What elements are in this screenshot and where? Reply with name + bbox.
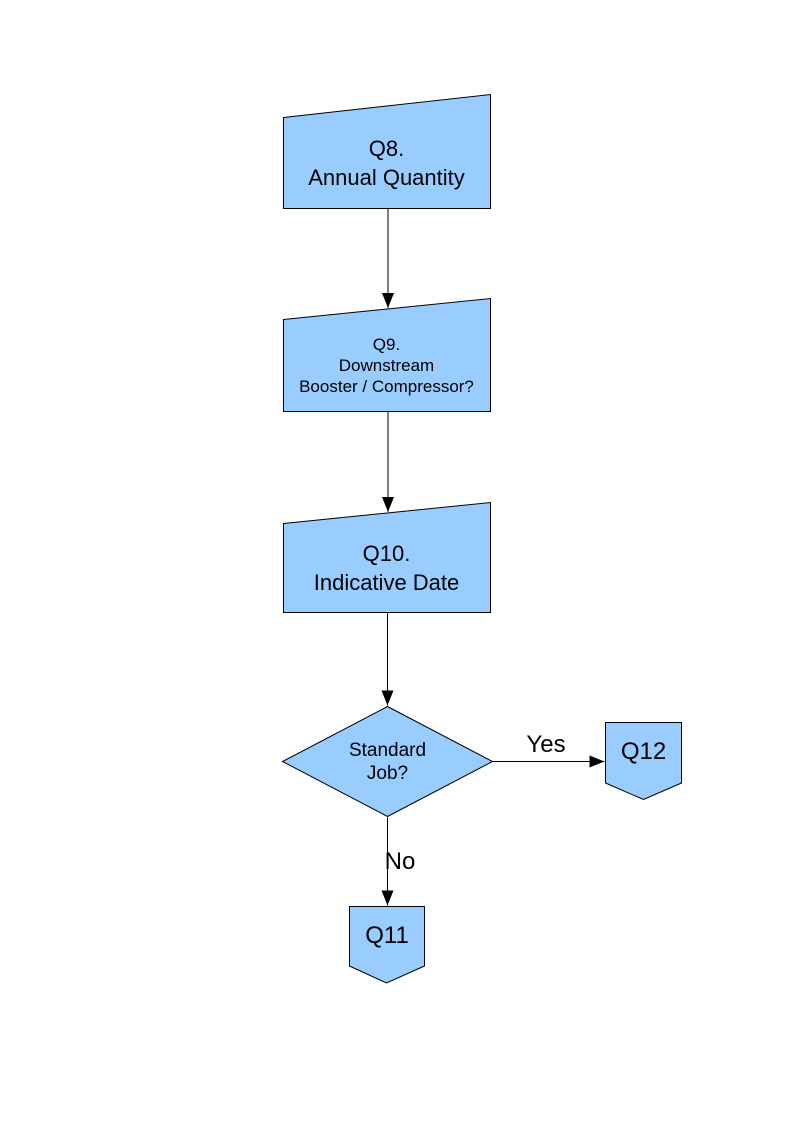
node-label-q8: Q8. Annual Quantity [283,117,490,208]
node-label-q11: Q11 [349,906,425,965]
node-label-q9-line3: Booster / Compressor? [299,376,474,396]
node-label-q9-line1: Q9. [372,334,401,354]
offpage-connector-shape-q11 [349,906,425,984]
node-label-q9-line2: Downstream [338,355,435,375]
node-label-standard-job: Standard Job? [282,706,493,817]
edge-label-no: No [384,848,416,875]
offpage-connector-shape-q12 [605,722,682,801]
manual-input-shape-q9 [283,297,491,412]
decision-diamond-standard-job [281,705,494,818]
node-label-q8-line2: Annual Quantity [308,164,465,190]
node-label-q12: Q12 [605,723,682,781]
node-label-q12-line1: Q12 [620,738,667,765]
manual-input-shape-q10 [283,501,491,613]
node-label-q8-line1: Q8. [368,135,405,161]
node-label-q10-line1: Q10. [362,540,411,566]
manual-input-shape-q8 [283,93,491,209]
node-label-standard-job-line1: Standard [348,739,427,761]
edge-label-yes: Yes [526,731,566,758]
node-label-standard-job-line2: Job? [366,762,409,784]
node-label-q11-line1: Q11 [365,921,409,949]
node-label-q10: Q10. Indicative Date [283,523,490,612]
node-label-q9: Q9. Downstream Booster / Compressor? [283,319,490,411]
node-label-q10-line2: Indicative Date [313,569,460,595]
